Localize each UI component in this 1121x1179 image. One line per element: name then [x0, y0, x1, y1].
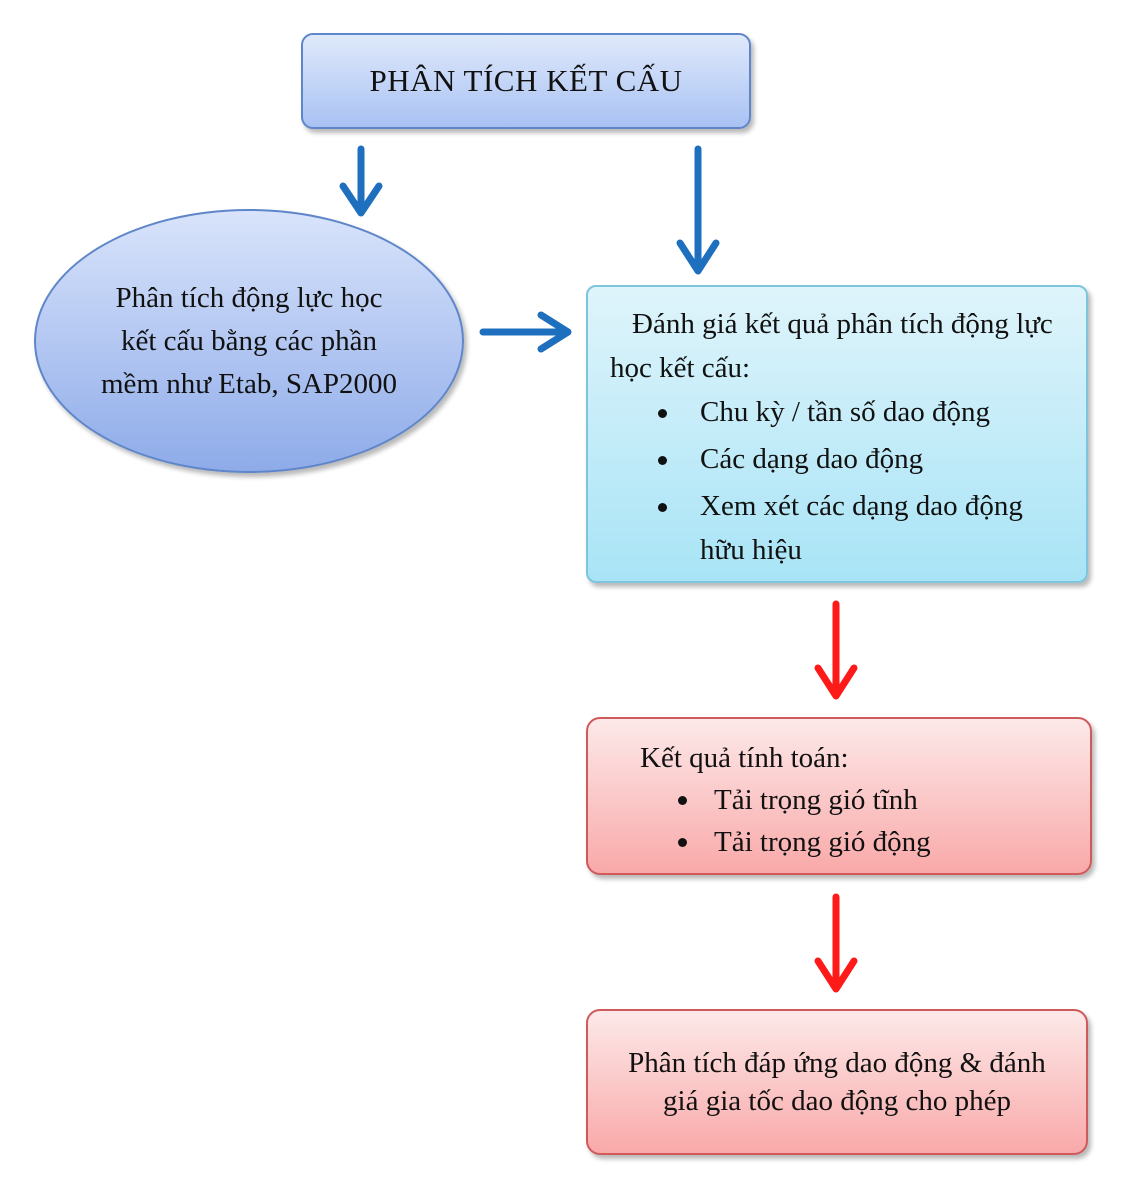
arrow-evaluate-to-results: [814, 600, 858, 700]
bullet-item: Tải trọng gió động: [678, 821, 931, 863]
node-response-analysis: Phân tích đáp ứng dao động & đánh giá gi…: [586, 1009, 1088, 1155]
bullet-item-text: Tải trọng gió tĩnh: [714, 784, 918, 816]
bullet-item: Các dạng dao động: [658, 437, 1060, 481]
bullet-item-text: Chu kỳ / tần số dao động: [700, 396, 990, 428]
node-evaluate-results: Đánh giá kết quả phân tích động lực học …: [586, 285, 1088, 583]
bullet-item-text: Các dạng dao động: [700, 443, 924, 475]
node-structural-analysis: PHÂN TÍCH KẾT CẤU: [301, 33, 751, 129]
arrow-software-to-evaluate: [479, 311, 572, 353]
bullet-dot-icon: [658, 456, 667, 465]
evaluate-bullet-list: Chu kỳ / tần số dao động Các dạng dao độ…: [658, 390, 1060, 575]
node-calculation-results-intro: Kết quả tính toán:: [640, 742, 849, 774]
results-bullet-list: Tải trọng gió tĩnh Tải trọng gió động: [678, 779, 931, 863]
bullet-item: Chu kỳ / tần số dao động: [658, 390, 1060, 434]
node-evaluate-results-intro: Đánh giá kết quả phân tích động lực học …: [610, 308, 1053, 384]
bullet-dot-icon: [658, 503, 667, 512]
bullet-item: Tải trọng gió tĩnh: [678, 779, 931, 821]
bullet-dot-icon: [678, 796, 687, 805]
node-software-analysis: Phân tích động lực học kết cấu bằng các …: [34, 209, 464, 473]
arrow-top-to-evaluate: [676, 145, 720, 275]
bullet-item-text: Tải trọng gió động: [714, 826, 931, 858]
arrow-top-to-software: [339, 145, 383, 217]
bullet-item-text: Xem xét các dạng dao động hữu hiệu: [700, 490, 1023, 566]
bullet-dot-icon: [658, 409, 667, 418]
node-response-analysis-label: Phân tích đáp ứng dao động & đánh giá gi…: [628, 1047, 1046, 1117]
arrow-results-to-response: [814, 893, 858, 993]
bullet-item: Xem xét các dạng dao động hữu hiệu: [658, 484, 1060, 572]
bullet-dot-icon: [678, 838, 687, 847]
node-calculation-results: Kết quả tính toán: Tải trọng gió tĩnh Tả…: [586, 717, 1092, 875]
node-software-analysis-label: Phân tích động lực học kết cấu bằng các …: [100, 281, 398, 400]
node-structural-analysis-label: PHÂN TÍCH KẾT CẤU: [369, 63, 683, 98]
